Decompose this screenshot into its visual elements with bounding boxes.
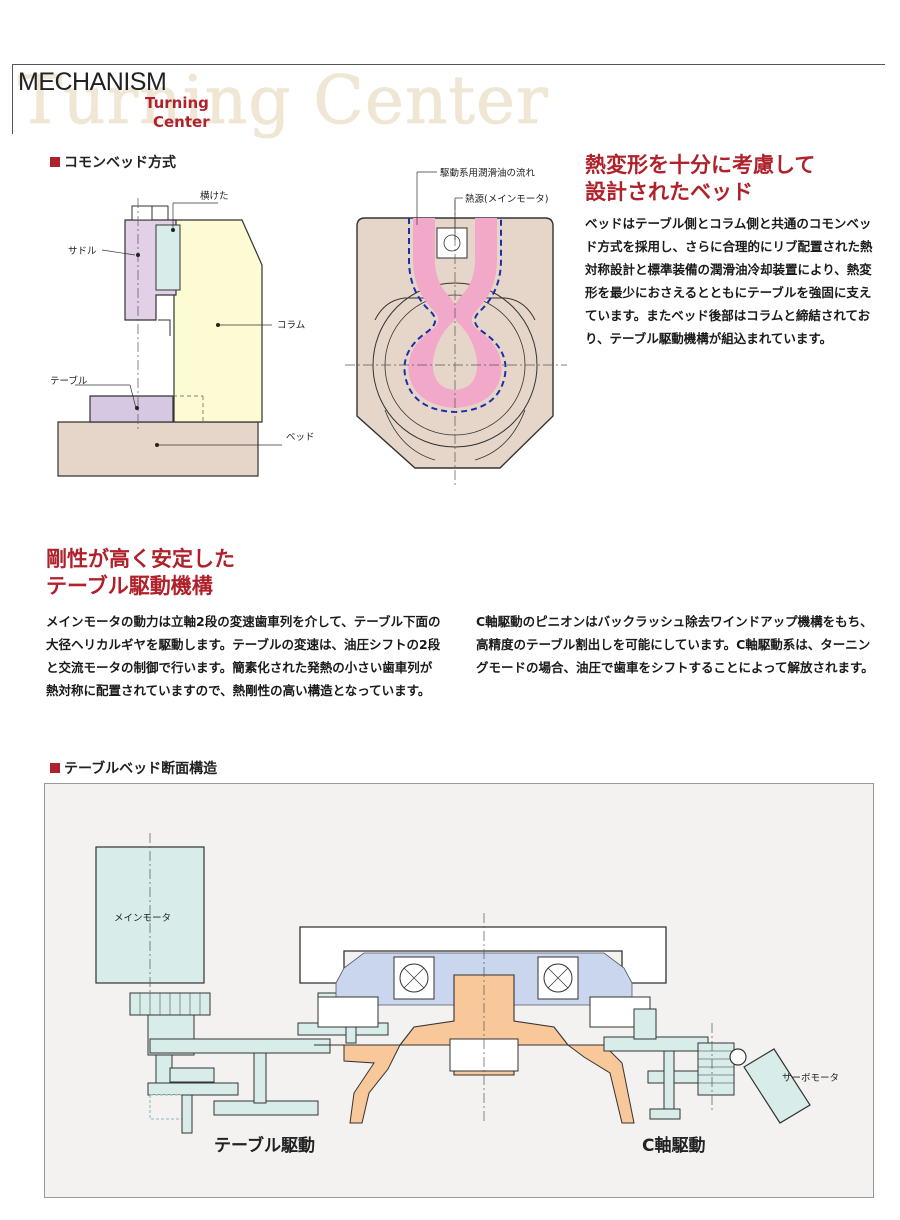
common-bed-diagram: 横けた サドル コラム テーブル ベッド: [50, 190, 315, 477]
bed-shape: [57, 421, 259, 477]
bed-description: ベッドはテーブル側とコラム側と共通のコモンベッド方式を採用し、さらに合理的にリブ…: [585, 216, 873, 346]
bed-title: 熱変形を十分に考慮して 設計されたベッド: [585, 152, 815, 206]
ram-top: [131, 205, 153, 221]
beam-shape: [155, 224, 181, 291]
subtitle-turning: Turning: [145, 94, 209, 112]
label-column: コラム: [277, 320, 305, 331]
label-beam: 横けた: [200, 190, 229, 202]
label-oil-flow: 駆動系用潤滑油の流れ: [440, 167, 536, 179]
page-header: Turning Center MECHANISM Turning Center: [0, 30, 900, 139]
header-rule: [12, 64, 885, 65]
bed-outline: [356, 217, 554, 469]
drive-title-line-2: テーブル駆動機構: [46, 574, 213, 598]
drive-title: 剛性が高く安定した テーブル駆動機構: [46, 546, 235, 600]
label-saddle: サドル: [68, 246, 97, 257]
label-table-drive: テーブル駆動: [214, 1135, 315, 1156]
mechanism-title: MECHANISM: [18, 68, 167, 96]
drive-title-line-1: 剛性が高く安定した: [46, 547, 235, 571]
column-shape: [173, 219, 263, 423]
section-heading-table-bed: テーブルベッド断面構造: [50, 758, 217, 778]
ghost-title: Turning Center: [18, 62, 549, 139]
heading-text: テーブルベッド断面構造: [64, 761, 218, 777]
bed-oil-flow-diagram: 駆動系用潤滑油の流れ 熱源(メインモータ): [345, 167, 567, 485]
bed-title-line-2: 設計されたベッド: [585, 180, 753, 204]
header-vrule: [12, 64, 13, 134]
subtitle-center: Center: [153, 113, 210, 131]
table-top: [299, 926, 667, 984]
section-heading-common-bed: コモンベッド方式: [50, 152, 176, 172]
drive-description-left: メインモータの動力は立軸2段の変速歯車列を介して、テーブル下面の大径ヘリカルギヤ…: [46, 614, 441, 698]
table-bed-section-diagram: メインモータ サーボモータ テーブル駆動 C軸駆動: [44, 783, 874, 1198]
label-bed: ベッド: [286, 432, 315, 443]
servo-motor-box: [743, 1048, 811, 1124]
label-table: テーブル: [50, 375, 88, 387]
table-shape: [89, 395, 174, 423]
bed-title-line-1: 熱変形を十分に考慮して: [585, 153, 816, 177]
square-bullet-icon: [50, 763, 60, 773]
heading-text: コモンベッド方式: [64, 155, 176, 171]
square-bullet-icon: [50, 157, 60, 167]
label-main-motor: メインモータ: [114, 913, 171, 924]
label-c-axis-drive: C軸駆動: [642, 1135, 705, 1156]
drive-description-right: C軸駆動のピニオンはバックラッシュ除去ワインドアップ機構をもち、高精度のテーブル…: [476, 614, 874, 675]
label-servo-motor: サーボモータ: [782, 1073, 839, 1084]
label-heat-source: 熱源(メインモータ): [465, 193, 548, 205]
